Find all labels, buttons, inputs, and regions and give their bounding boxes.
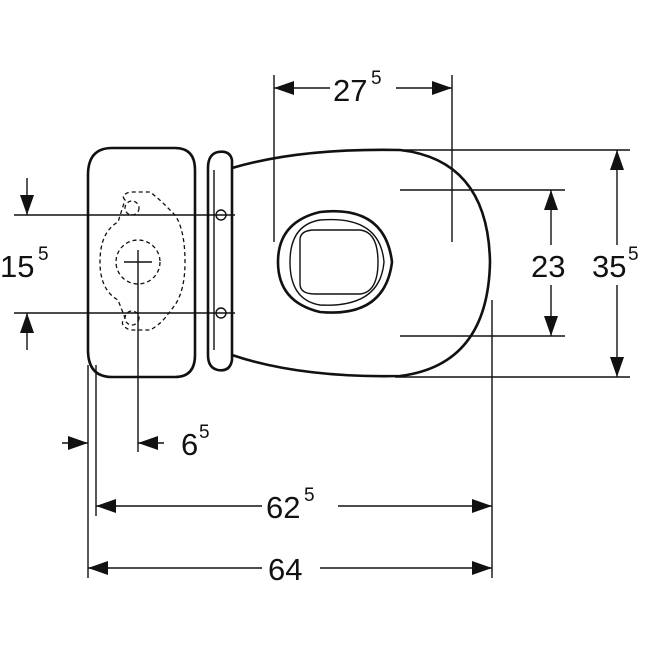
dim-offset-small-main: 6 xyxy=(181,427,198,462)
dim-bowl-depth-main: 35 xyxy=(592,249,626,284)
dim-bowl-width-sup: 5 xyxy=(371,68,382,89)
dim-rim-depth: 23 xyxy=(531,190,565,336)
dim-length-inner-sup: 5 xyxy=(304,485,315,506)
dim-bowl-width: 27 5 xyxy=(274,68,452,108)
dim-length-total-main: 64 xyxy=(268,552,302,587)
seat-hinge xyxy=(206,150,234,372)
dim-fixing-gap-sup: 5 xyxy=(38,244,49,265)
extension-lines xyxy=(14,75,630,578)
dim-rim-depth-main: 23 xyxy=(531,249,565,284)
dim-offset-small: 6 5 xyxy=(62,422,210,462)
dim-length-inner-main: 62 xyxy=(266,490,300,525)
dim-bowl-width-main: 27 xyxy=(333,73,367,108)
dim-length-inner: 62 5 xyxy=(96,485,492,525)
cistern xyxy=(86,146,197,379)
toilet-bowl xyxy=(231,148,492,378)
dim-length-total: 64 xyxy=(88,552,492,587)
dim-fixing-gap: 15 5 xyxy=(0,178,49,350)
dim-bowl-depth: 35 5 xyxy=(592,150,639,377)
dim-offset-small-sup: 5 xyxy=(199,422,210,443)
dim-fixing-gap-main: 15 xyxy=(0,249,34,284)
dim-bowl-depth-sup: 5 xyxy=(628,244,639,265)
